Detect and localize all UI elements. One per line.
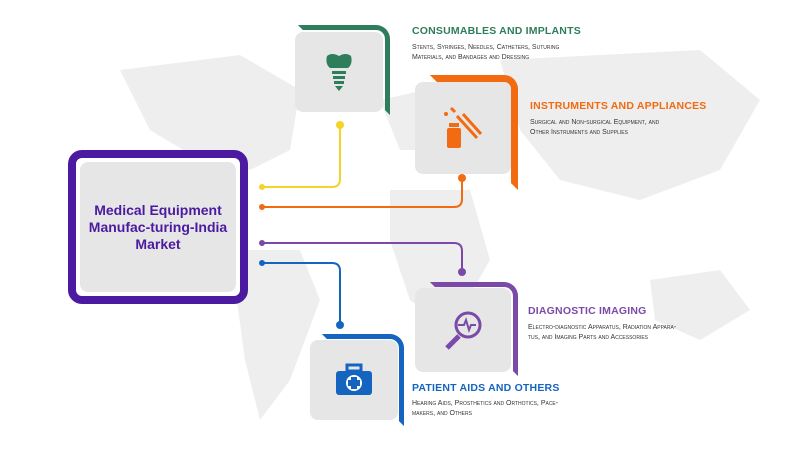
- patient-aids-frame: [322, 334, 404, 426]
- instruments-card: [415, 82, 511, 174]
- consumables-card: [295, 32, 383, 112]
- diagnostic-title: DIAGNOSTIC IMAGING: [528, 305, 647, 317]
- connector-consumables: [262, 125, 341, 188]
- diagnostic-frame: [430, 282, 518, 376]
- connector-dot: [259, 260, 265, 266]
- connector-dot: [259, 184, 265, 190]
- connector-dot: [336, 121, 344, 129]
- diagnostic-description: Electro-diagnostic Apparatus, Radiation …: [528, 324, 677, 341]
- connector-instruments: [262, 178, 463, 208]
- consumables-description: Stents, Syringes, Needles, Catheters, Su…: [412, 44, 560, 61]
- magnifier-heartbeat-icon: [445, 311, 482, 350]
- instruments-description: Surgical and Non-surgical Equipment, and…: [530, 119, 660, 136]
- center-title: Medical Equipment Manufac-turing-India M…: [88, 201, 228, 252]
- patient-aids-title: PATIENT AIDS AND OTHERS: [412, 382, 560, 394]
- connector-patient: [262, 262, 341, 325]
- instruments-title: INSTRUMENTS AND APPLIANCES: [530, 100, 707, 112]
- diagnostic-card: [415, 288, 511, 372]
- connector-dot: [259, 204, 265, 210]
- consumables-frame: [298, 25, 390, 115]
- dental-implant-icon: [326, 54, 352, 91]
- consumables-title: CONSUMABLES AND IMPLANTS: [412, 25, 581, 37]
- connector-dot: [336, 321, 344, 329]
- connector-dot: [458, 268, 466, 276]
- patient-aids-description: Hearing Aids, Prosthetics and Orthotics,…: [412, 400, 559, 417]
- patient-aids-card: [310, 340, 398, 420]
- connector-dot: [259, 240, 265, 246]
- instruments-frame: [430, 75, 518, 190]
- syringe-vial-icon: [444, 106, 483, 148]
- connector-dot: [458, 174, 466, 182]
- connector-diagnostic: [262, 242, 463, 270]
- center-title-card: Medical Equipment Manufac-turing-India M…: [80, 162, 236, 292]
- medical-kit-icon: [336, 363, 372, 395]
